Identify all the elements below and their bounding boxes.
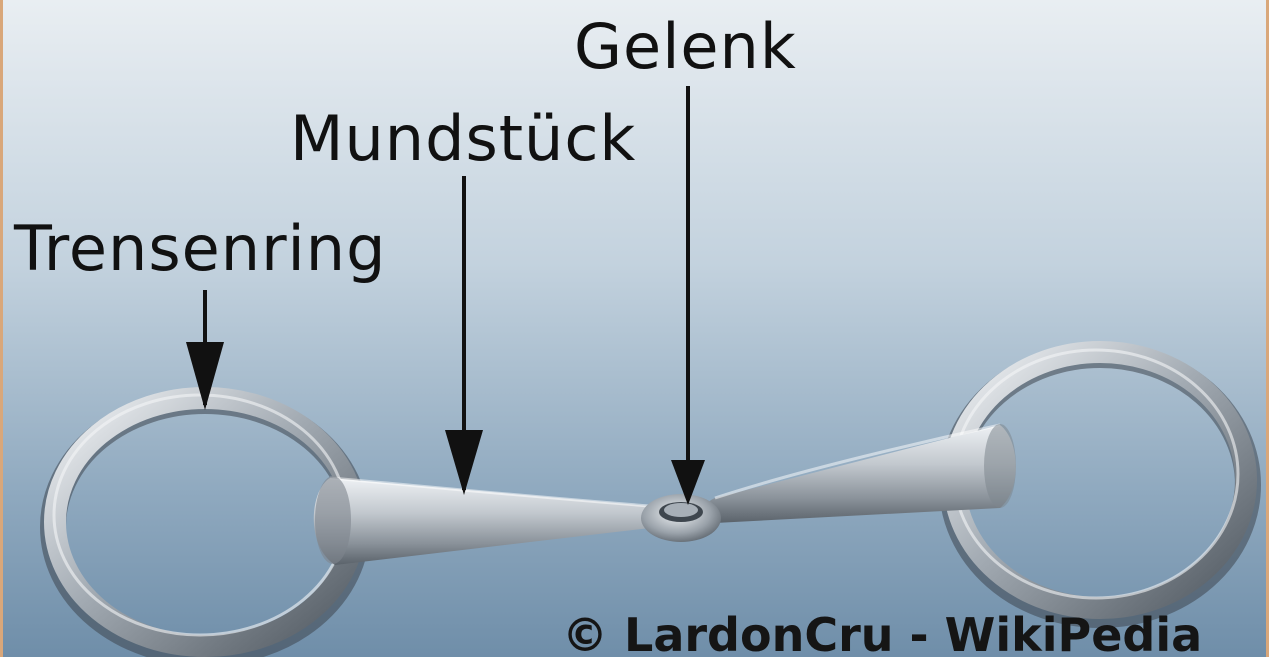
left-ring	[40, 387, 370, 657]
arrow-mundstueck-head	[445, 430, 483, 495]
label-mundstueck: Mundstück	[290, 102, 637, 175]
copyright-watermark: © LardonCru - WikiPedia	[562, 608, 1203, 657]
left-mouthpiece	[313, 476, 659, 565]
right-mouthpiece	[705, 423, 1016, 523]
arrow-gelenk-head	[671, 460, 705, 505]
arrow-trensenring-head	[186, 342, 224, 410]
label-trensenring: Trensenring	[14, 212, 387, 285]
label-gelenk: Gelenk	[574, 10, 797, 83]
joint	[641, 494, 721, 542]
